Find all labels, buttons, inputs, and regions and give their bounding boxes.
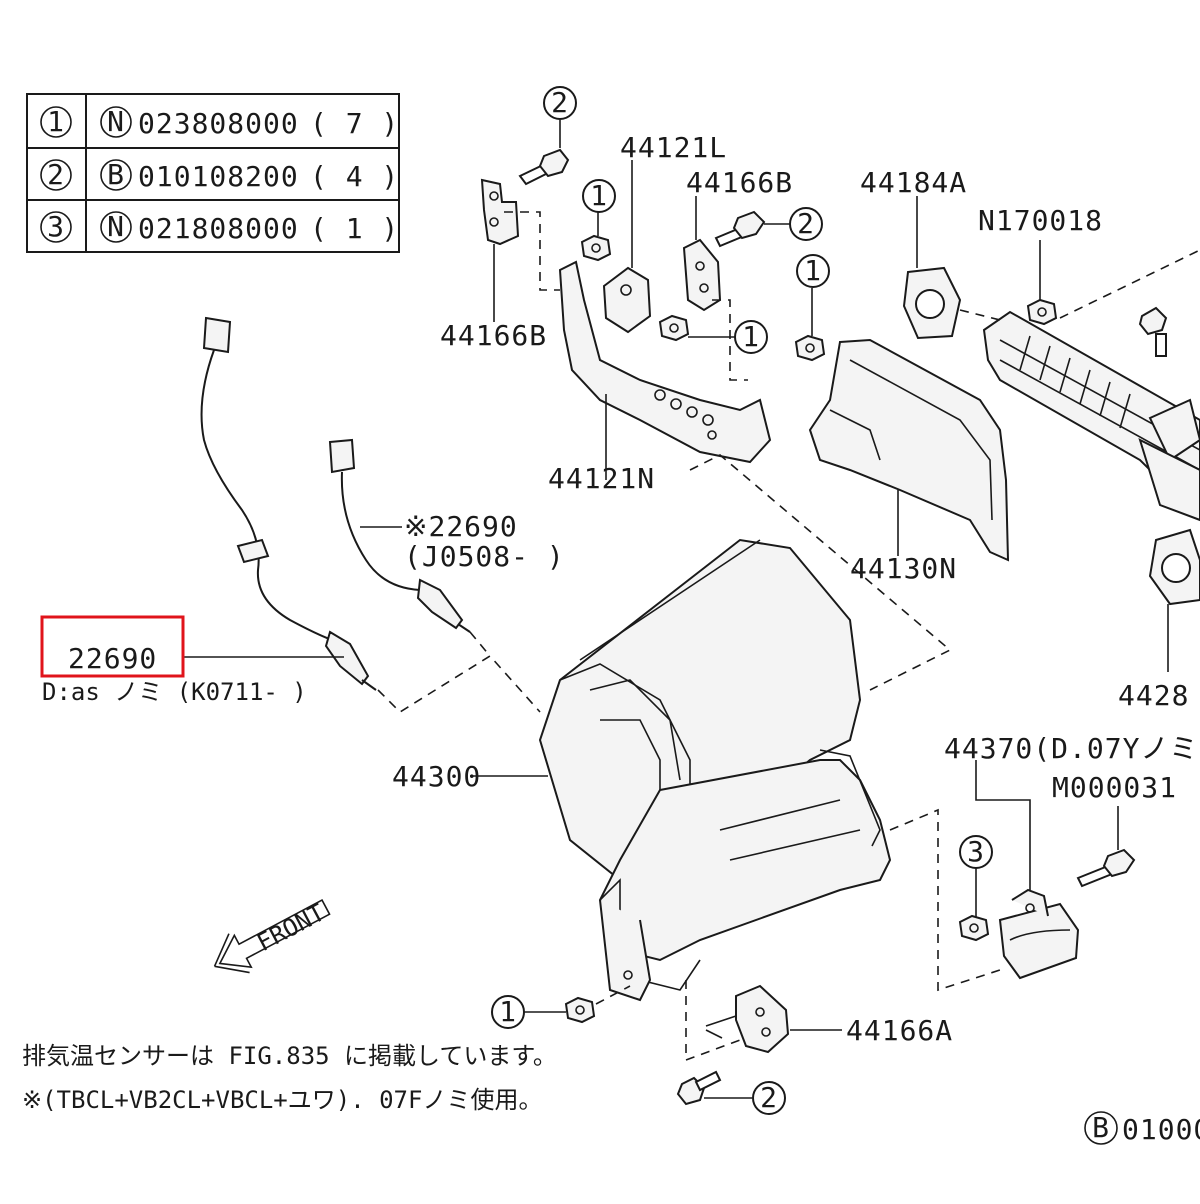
nut-icon [658, 314, 690, 342]
part-label-44166b-top[interactable]: 44166B [686, 166, 793, 199]
legend-qty: ( 7 ) [310, 107, 399, 140]
svg-text:1: 1 [804, 254, 822, 287]
callout-1: 1 [491, 995, 525, 1029]
callout-1: 1 [796, 254, 830, 288]
legend-kind: N [107, 210, 125, 243]
nut-icon [580, 234, 612, 262]
bracket-44166b-left[interactable] [480, 178, 520, 322]
gasket-44184a[interactable] [902, 266, 962, 340]
bolt-icon [676, 1070, 722, 1106]
part-label-22690-alt-range: (J0508- ) [404, 540, 565, 573]
nut-icon [958, 914, 990, 942]
nut-symbol-icon [100, 211, 132, 243]
gasket-4428-icon [1148, 528, 1200, 606]
callout-2: 2 [752, 1081, 786, 1115]
bolt-icon [1076, 848, 1136, 888]
part-label-44370[interactable]: 44370(D.07Yノミ [944, 732, 1198, 765]
part-label-44166a[interactable]: 44166A [846, 1014, 953, 1047]
part-label-22690-alt[interactable]: ※22690 [404, 510, 518, 543]
part-label-22690[interactable]: 22690 [68, 642, 157, 675]
callout-3-icon [40, 211, 72, 243]
legend-table: 1 N 023808000 ( 7 ) 2 B 010108200 ( 4 ) … [26, 93, 400, 253]
nut-icon [1026, 298, 1058, 326]
part-label-44166b[interactable]: 44166B [440, 319, 547, 352]
o2-sensor-22690[interactable] [200, 316, 377, 691]
nut-icon [564, 996, 596, 1024]
callout-2: 2 [789, 207, 823, 241]
front-label: FRONT [252, 898, 329, 957]
svg-text:1: 1 [742, 320, 760, 353]
legend-kind: B [107, 158, 125, 191]
legend-kind: N [107, 105, 125, 138]
callout-2-icon [40, 159, 72, 191]
bracket-44166a[interactable] [735, 984, 790, 1054]
callout-2: 2 [543, 86, 577, 120]
callout-3: 3 [959, 835, 993, 869]
legend-qty: ( 4 ) [310, 160, 399, 193]
o2-sensor-22690-alt[interactable] [328, 438, 471, 633]
bolt-symbol-icon [100, 159, 132, 191]
bolt-icon [518, 148, 570, 186]
front-pipe-flex[interactable] [982, 310, 1200, 522]
legend-ref: 2 [47, 158, 65, 191]
svg-text:1: 1 [499, 995, 517, 1028]
part-label-44121n[interactable]: 44121N [548, 462, 655, 495]
callout-1-icon [40, 106, 72, 138]
highlight-box [40, 615, 185, 678]
legend-ref: 3 [47, 210, 65, 243]
svg-text:1: 1 [590, 179, 608, 212]
svg-text:2: 2 [797, 207, 815, 240]
b-code: B 01000 [1084, 1111, 1200, 1146]
callout-1: 1 [734, 320, 768, 354]
part-label-4428[interactable]: 4428 [1118, 679, 1189, 712]
svg-text:2: 2 [551, 86, 569, 119]
legend-qty: ( 1 ) [310, 212, 399, 245]
part-label-44130n[interactable]: 44130N [850, 552, 957, 585]
part-label-n170018[interactable]: N170018 [978, 204, 1103, 237]
part-label-44300[interactable]: 44300 [392, 760, 481, 793]
nut-symbol-icon [100, 106, 132, 138]
front-arrow-icon [213, 898, 331, 974]
part-label-22690-note: D:as ノミ (K0711- ) [42, 678, 307, 706]
b-code-label: 01000 [1122, 1113, 1200, 1146]
clamp-44370[interactable] [998, 888, 1080, 980]
nut-icon [794, 334, 826, 362]
bracket-44121l[interactable] [602, 266, 652, 334]
legend-part-number: 021808000 [138, 212, 299, 245]
note-line-1: 排気温センサーは FIG.835 に掲載しています。 [22, 1042, 557, 1070]
note-line-2: ※(TBCL+VB2CL+VBCL+ユワ). 07Fノミ使用。 [22, 1086, 542, 1114]
part-label-44121l[interactable]: 44121L [620, 131, 727, 164]
svg-text:B: B [1092, 1111, 1110, 1144]
legend-row: 3 N 021808000 ( 1 ) [40, 210, 399, 245]
legend-row: 1 N 023808000 ( 7 ) [40, 105, 399, 140]
part-label-m000031[interactable]: M000031 [1052, 771, 1177, 804]
bolt-symbol-icon [1084, 1111, 1118, 1145]
legend-ref: 1 [47, 105, 65, 138]
bolt-icon [714, 210, 766, 248]
bolt-icon [1138, 306, 1168, 357]
callout-1: 1 [582, 179, 616, 213]
part-label-44184a[interactable]: 44184A [860, 166, 967, 199]
heat-shield-44130n[interactable] [808, 338, 1010, 562]
muffler-44300[interactable] [538, 538, 892, 1002]
svg-text:3: 3 [967, 835, 985, 868]
legend-row: 2 B 010108200 ( 4 ) [40, 158, 399, 193]
svg-text:2: 2 [760, 1081, 778, 1114]
bracket-44121n[interactable] [558, 260, 772, 464]
legend-part-number: 010108200 [138, 160, 299, 193]
legend-part-number: 023808000 [138, 107, 299, 140]
